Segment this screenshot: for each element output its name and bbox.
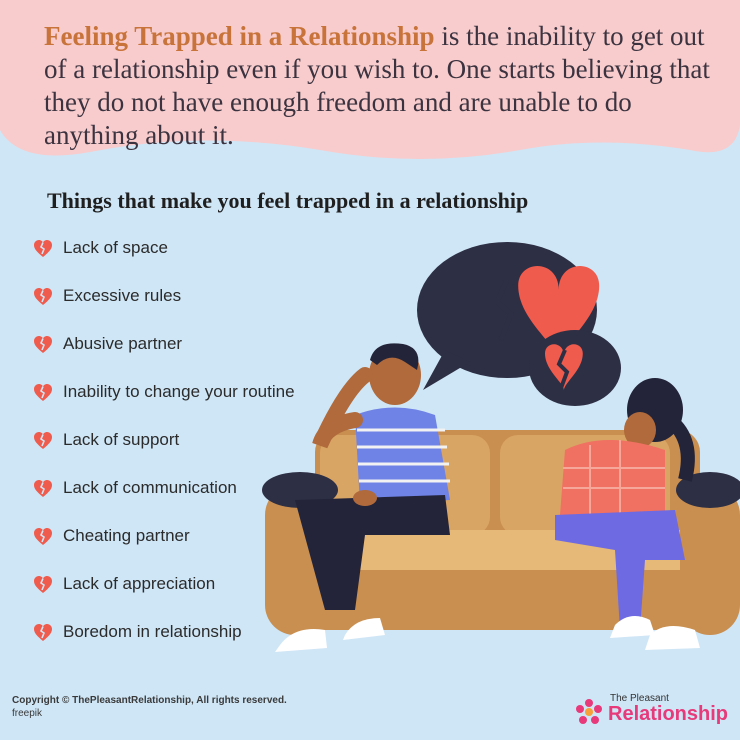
broken-heart-icon bbox=[34, 336, 52, 353]
intro-highlight: Feeling Trapped in a Relationship bbox=[44, 21, 435, 51]
couple-illustration bbox=[262, 242, 740, 652]
intro-rest: is the inability to get out of a relatio… bbox=[44, 21, 710, 150]
list-item: Inability to change your routine bbox=[33, 382, 295, 430]
list-item: Lack of communication bbox=[33, 478, 295, 526]
woman-figure bbox=[555, 378, 700, 650]
footer: Copyright © ThePleasantRelationship, All… bbox=[12, 694, 287, 720]
brand-logo[interactable]: The Pleasant Relationship bbox=[574, 693, 734, 729]
list-item: Excessive rules bbox=[33, 286, 295, 334]
flower-logo-icon bbox=[576, 699, 602, 724]
broken-heart-icon bbox=[34, 288, 52, 305]
list-item-label: Boredom in relationship bbox=[63, 622, 242, 641]
brand-name: Relationship bbox=[608, 703, 729, 725]
broken-heart-icon bbox=[34, 384, 52, 401]
brand-small-text: The Pleasant bbox=[610, 693, 669, 704]
list-item-label: Lack of appreciation bbox=[63, 574, 216, 593]
section-title: Things that make you feel trapped in a r… bbox=[47, 188, 529, 213]
list-item: Lack of space bbox=[33, 238, 295, 286]
list-item: Lack of support bbox=[33, 430, 295, 478]
list-item-label: Lack of communication bbox=[63, 478, 237, 497]
broken-heart-icon bbox=[34, 528, 52, 545]
broken-heart-icon bbox=[34, 576, 52, 593]
man-figure bbox=[275, 343, 450, 652]
list-item-label: Lack of support bbox=[63, 430, 180, 449]
broken-heart-icon bbox=[34, 624, 52, 641]
credit-text: freepik bbox=[12, 708, 43, 719]
intro-text: Feeling Trapped in a Relationship is the… bbox=[44, 20, 714, 152]
list-item: Lack of appreciation bbox=[33, 574, 295, 622]
list-item: Boredom in relationship bbox=[33, 622, 295, 670]
list-item-label: Cheating partner bbox=[63, 526, 190, 545]
list-item-label: Excessive rules bbox=[63, 286, 182, 305]
broken-heart-icon bbox=[34, 240, 52, 257]
list-item: Abusive partner bbox=[33, 334, 295, 382]
list-item: Cheating partner bbox=[33, 526, 295, 574]
list-item-label: Lack of space bbox=[63, 238, 168, 257]
copyright-text: Copyright © ThePleasantRelationship, All… bbox=[12, 695, 287, 706]
broken-heart-icon bbox=[34, 432, 52, 449]
list-item-label: Abusive partner bbox=[63, 334, 183, 353]
broken-heart-icon bbox=[34, 480, 52, 497]
top-banner bbox=[0, 0, 740, 159]
thought-bubble bbox=[417, 242, 621, 406]
list-item-label: Inability to change your routine bbox=[63, 382, 295, 401]
